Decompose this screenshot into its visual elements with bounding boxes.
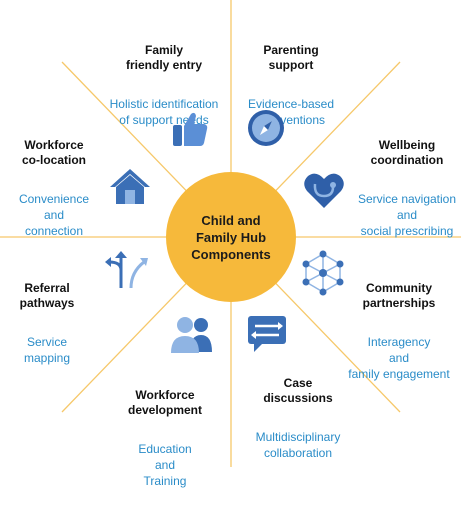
component-family-friendly-entry: Family friendly entry Holistic identific… (94, 25, 234, 146)
component-wellbeing-coordination: Wellbeing coordination Service navigatio… (352, 120, 461, 257)
component-title: Community partnerships (362, 281, 436, 310)
component-subtitle: Service navigation and social prescribin… (357, 192, 457, 238)
component-subtitle: Convenience and connection (18, 192, 90, 238)
thumbs-up-icon (173, 112, 208, 146)
component-community-partnerships: Community partnerships Interagency and f… (340, 263, 458, 400)
compass-icon (248, 110, 284, 146)
people-icon (171, 317, 212, 353)
component-title: Parenting support (263, 43, 319, 72)
component-subtitle: Interagency and family engagement (348, 335, 450, 381)
house-icon (110, 169, 150, 204)
component-subtitle: Holistic identification of support needs (109, 97, 219, 127)
component-title: Referral pathways (19, 281, 75, 310)
network-icon (302, 250, 344, 296)
component-subtitle: Service mapping (23, 335, 71, 365)
component-title: Workforce development (127, 388, 202, 417)
component-workforce-development: Workforce development Education and Trai… (110, 370, 220, 507)
heart-stethoscope-icon (304, 173, 344, 208)
split-arrows-icon (105, 251, 148, 289)
component-case-discussions: Case discussions Multidisciplinary colla… (244, 358, 352, 479)
component-workforce-co-location: Workforce co-location Convenience and co… (6, 120, 102, 257)
component-title: Workforce co-location (21, 138, 86, 167)
component-subtitle: Education and Training (138, 442, 192, 488)
hub-circle: Child and Family Hub Components (166, 172, 296, 302)
hub-diagram: Child and Family Hub Components Family f… (0, 0, 461, 488)
component-title: Wellbeing coordination (370, 138, 444, 167)
component-subtitle: Multidisciplinary collaboration (255, 430, 341, 460)
hub-title: Child and Family Hub Components (191, 212, 271, 262)
chat-arrows-icon (248, 316, 286, 352)
component-referral-pathways: Referral pathways Service mapping (6, 263, 88, 384)
component-title: Case discussions (263, 376, 333, 405)
component-title: Family friendly entry (125, 43, 203, 72)
